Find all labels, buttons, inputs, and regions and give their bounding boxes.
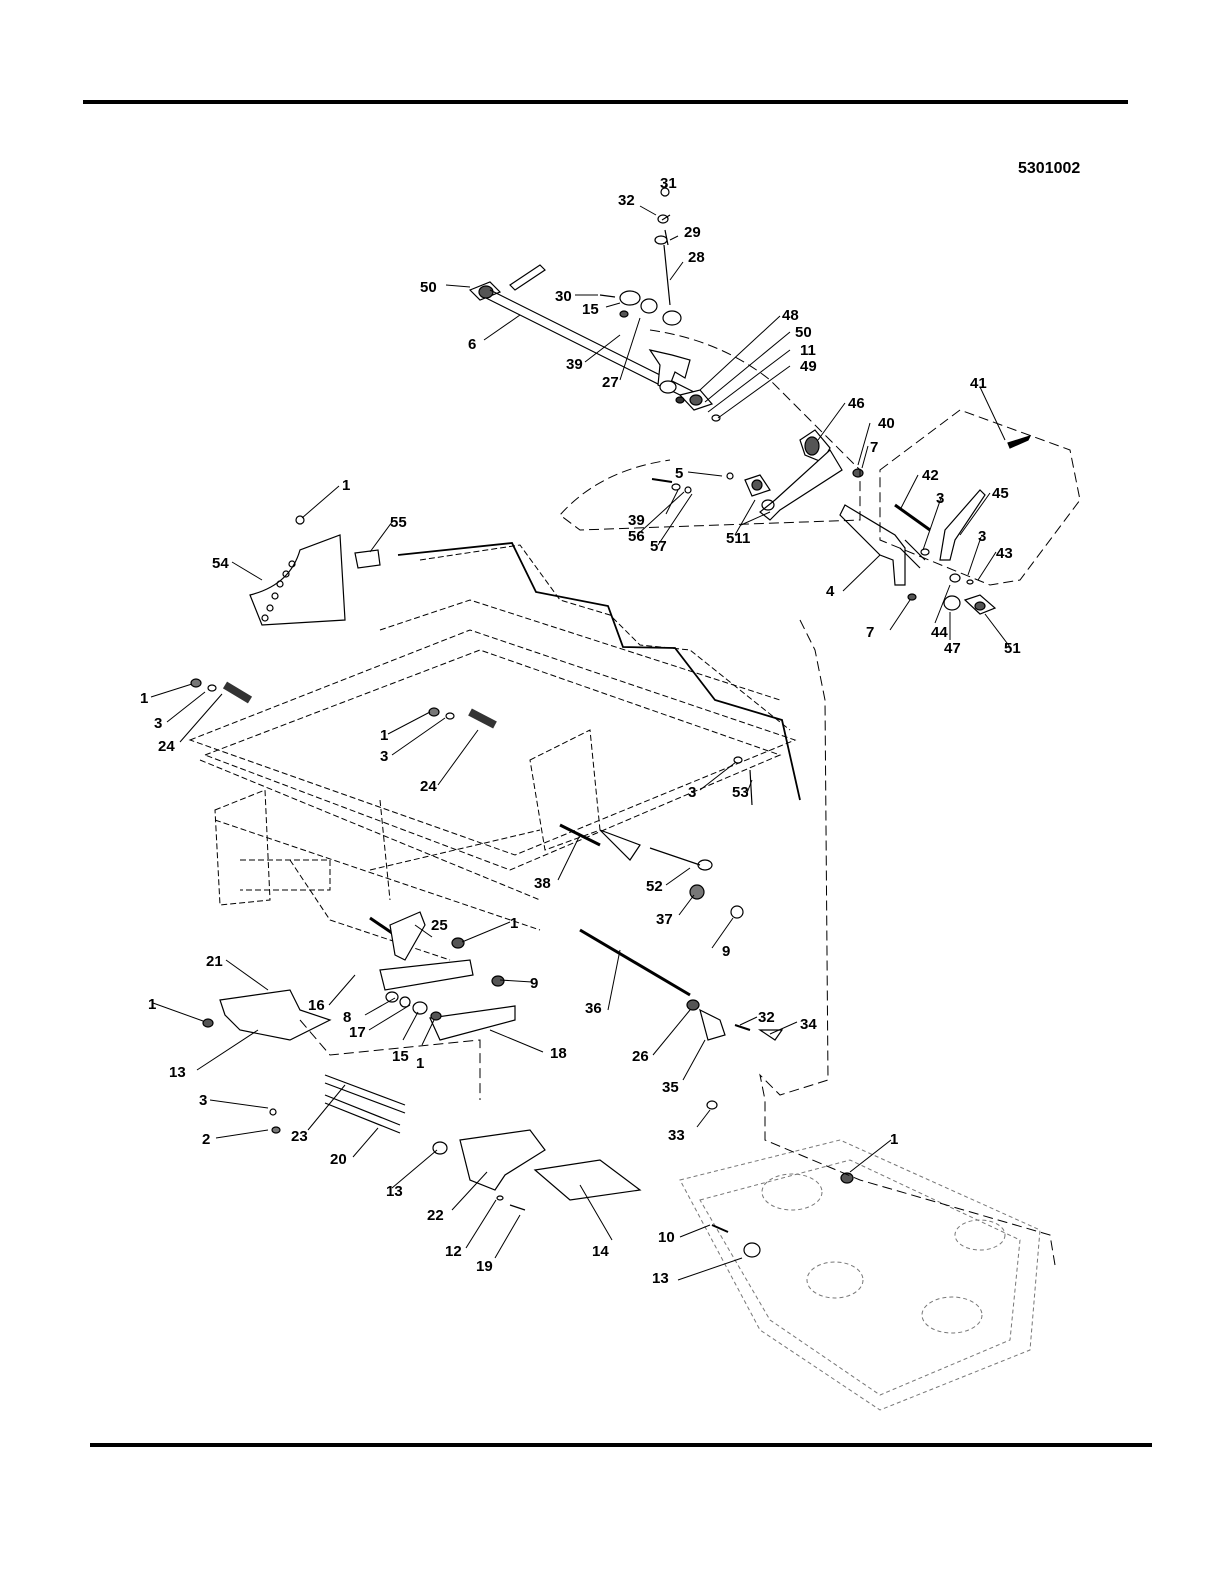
callout-label: 28	[688, 249, 705, 266]
height-selector-plate	[250, 516, 380, 625]
callout-label: 5	[675, 465, 683, 482]
callout-label: 34	[800, 1016, 817, 1033]
callout-label: 16	[308, 997, 325, 1014]
callout-label: 37	[656, 911, 673, 928]
callout-label: 1	[148, 996, 156, 1013]
callout-label: 35	[662, 1079, 679, 1096]
callout-label: 3	[199, 1092, 207, 1109]
frame-cut-line	[398, 543, 800, 800]
callout-label: 26	[632, 1048, 649, 1065]
callout-label: 9	[722, 943, 730, 960]
callout-label: 51	[726, 530, 743, 547]
callout-label: 13	[652, 1270, 669, 1287]
callout-label: 32	[758, 1009, 775, 1026]
callout-label: 18	[550, 1045, 567, 1062]
callout-label: 44	[931, 624, 948, 641]
callout-label: 25	[431, 917, 448, 934]
callout-label: 1	[890, 1131, 898, 1148]
callout-label: 6	[468, 336, 476, 353]
callout-label: 23	[291, 1128, 308, 1145]
callout-label: 7	[866, 624, 874, 641]
callout-label: 24	[158, 738, 175, 755]
callout-label: 13	[169, 1064, 186, 1081]
callout-label: 45	[992, 485, 1009, 502]
callout-label: 11	[800, 342, 816, 359]
callout-label: 19	[476, 1258, 493, 1275]
spring-hardware	[191, 679, 752, 918]
callout-label: 1	[140, 690, 148, 707]
callout-label: 50	[420, 279, 437, 296]
callout-label: 3	[154, 715, 162, 732]
callout-label: 1	[742, 530, 750, 547]
callout-label: 31	[660, 175, 677, 192]
callout-label: 39	[566, 356, 583, 373]
callout-label: 38	[534, 875, 551, 892]
callout-label: 22	[427, 1207, 444, 1224]
callout-label: 43	[996, 545, 1013, 562]
callout-label: 52	[646, 878, 663, 895]
callout-label: 57	[650, 538, 667, 555]
callout-label: 3	[688, 784, 696, 801]
callout-label: 13	[386, 1183, 403, 1200]
callout-label: 4	[826, 583, 835, 600]
callout-label: 27	[602, 374, 619, 391]
callout-label: 21	[206, 953, 223, 970]
callout-label: 1	[342, 477, 350, 494]
callout-label: 20	[330, 1151, 347, 1168]
lift-lever-group	[652, 430, 1030, 614]
callout-label: 3	[936, 490, 944, 507]
callout-label: 49	[800, 358, 817, 375]
callout-label: 40	[878, 415, 895, 432]
callout-label: 3	[380, 748, 388, 765]
callout-label: 55	[390, 514, 407, 531]
callout-label: 33	[668, 1127, 685, 1144]
callout-label: 50	[795, 324, 812, 341]
callout-label: 2	[202, 1131, 210, 1148]
callout-label: 48	[782, 307, 799, 324]
callout-label: 1	[380, 727, 388, 744]
callout-label: 12	[445, 1243, 462, 1260]
callout-label: 17	[349, 1024, 366, 1041]
callout-label: 9	[530, 975, 538, 992]
callout-label: 53	[732, 784, 749, 801]
callout-label: 36	[585, 1000, 602, 1017]
callout-label: 3	[978, 528, 986, 545]
callout-label: 54	[212, 555, 229, 572]
callout-label: 51	[1004, 640, 1021, 657]
callout-label: 32	[618, 192, 635, 209]
callout-label: 7	[870, 439, 878, 456]
callout-label: 1	[416, 1055, 424, 1072]
callout-label: 14	[592, 1243, 609, 1260]
callout-label: 24	[420, 778, 437, 795]
callout-label: 56	[628, 528, 645, 545]
callout-leaders	[151, 184, 1010, 1280]
callout-label: 46	[848, 395, 865, 412]
callout-label: 15	[582, 301, 599, 318]
callout-label: 1	[510, 915, 518, 932]
callout-label: 29	[684, 224, 701, 241]
callout-label: 47	[944, 640, 961, 657]
callout-label: 42	[922, 467, 939, 484]
callout-label: 30	[555, 288, 572, 305]
callout-label: 15	[392, 1048, 409, 1065]
callout-label: 10	[658, 1229, 675, 1246]
callout-label: 41	[970, 375, 987, 392]
callout-labels: 3132292850301563927485011494146407425453…	[140, 175, 1021, 1287]
callout-label: 39	[628, 512, 645, 529]
